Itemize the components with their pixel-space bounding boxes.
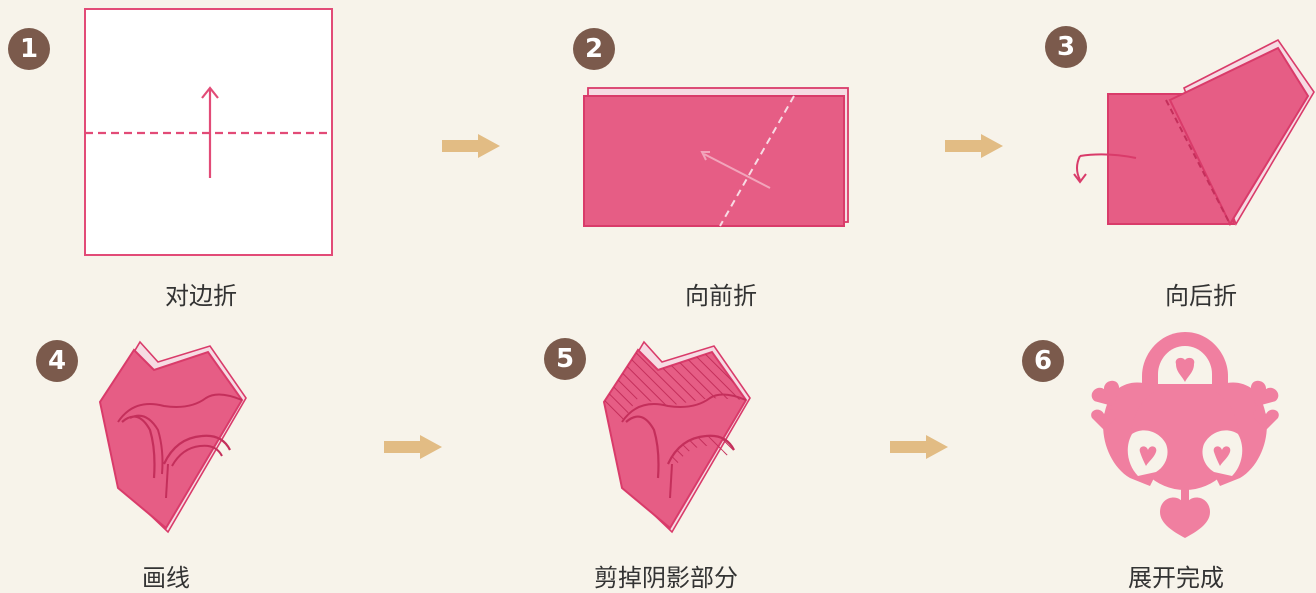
right-arrow-icon: [384, 435, 442, 459]
step-3-back-fold-illustration: [1073, 38, 1315, 227]
step-4-number-badge: 4: [36, 340, 78, 382]
step-6-flower-papercut-illustration: [1091, 332, 1279, 538]
step-1-caption: 对边折: [165, 282, 237, 310]
step-3-caption: 向后折: [1165, 282, 1237, 310]
right-arrow-icon: [890, 435, 948, 459]
step-5-number-badge: 5: [544, 338, 586, 380]
step-1-number-badge: 1: [8, 28, 50, 70]
step-1-square-paper-illustration: [84, 8, 333, 256]
step-5-caption: 剪掉阴影部分: [594, 564, 738, 592]
step-6-caption: 展开完成: [1128, 564, 1224, 592]
step-3-number-badge: 3: [1045, 26, 1087, 68]
right-arrow-icon: [945, 134, 1003, 158]
step-6-number-badge: 6: [1022, 340, 1064, 382]
step-4-caption: 画线: [142, 564, 190, 592]
step-4-draw-line-illustration: [98, 340, 247, 534]
step-2-folded-rectangle-illustration: [583, 87, 849, 227]
step-2-caption: 向前折: [685, 282, 757, 310]
step-2-number-badge: 2: [573, 28, 615, 70]
right-arrow-icon: [442, 134, 500, 158]
step-5-cut-shaded-illustration: [602, 340, 751, 534]
